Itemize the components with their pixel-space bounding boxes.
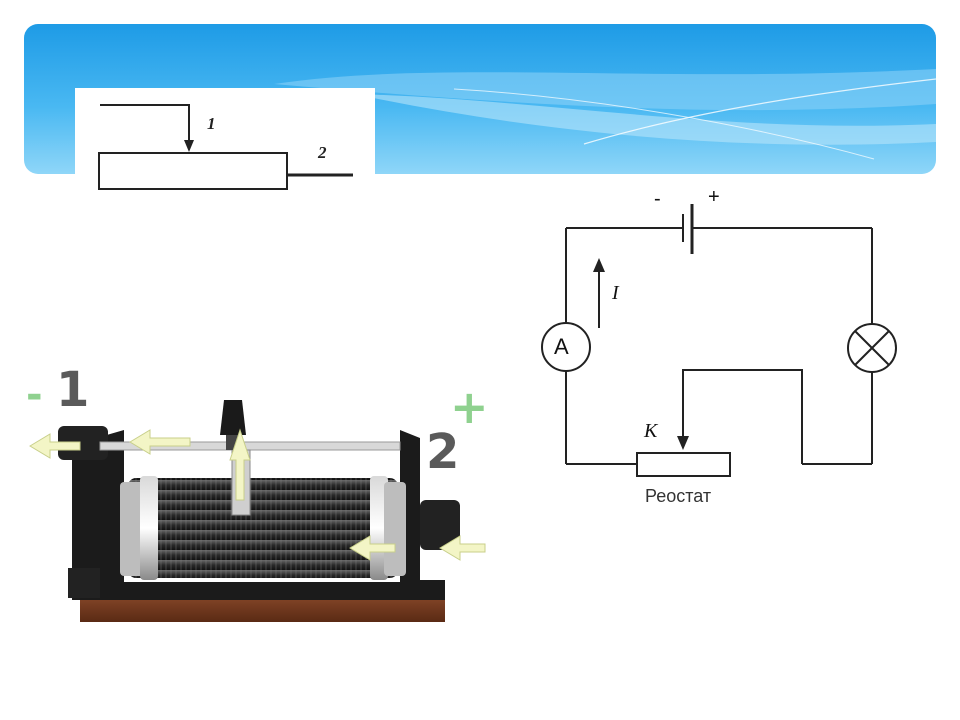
rheostat-symbol-drawing	[98, 104, 353, 190]
battery-minus-label: -	[654, 188, 661, 210]
ammeter-label: A	[554, 334, 569, 359]
slider-number-label: 1	[207, 114, 216, 133]
rheostat-device-drawing	[29, 400, 486, 622]
battery-plus-label: +	[708, 186, 720, 208]
terminal-two-label: 2	[426, 424, 460, 480]
minus-sign-label: -	[26, 372, 43, 418]
rheostat-illustration: - 1 + 2	[20, 360, 500, 630]
circuit-diagram: - + I A K Реостат	[520, 180, 920, 520]
plus-sign-label: +	[450, 380, 489, 434]
circuit-wiring	[541, 204, 897, 477]
rheostat-symbol: 1 2	[75, 88, 375, 206]
rheostat-caption: Реостат	[645, 486, 712, 506]
slider-contact-label: K	[644, 420, 658, 442]
terminal-one-label: 1	[56, 362, 90, 418]
terminal-number-label: 2	[318, 143, 327, 162]
current-label: I	[612, 282, 619, 304]
banner-waves	[274, 69, 936, 160]
